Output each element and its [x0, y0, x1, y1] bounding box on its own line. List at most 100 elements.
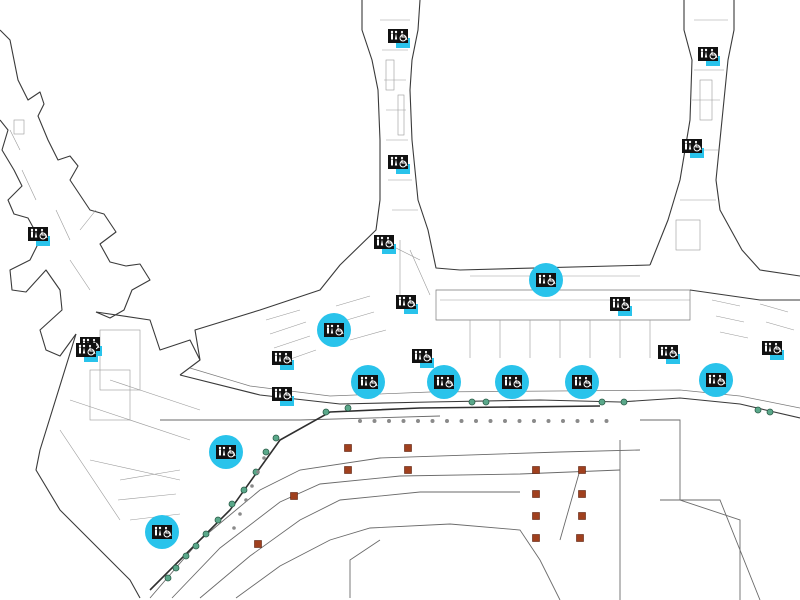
restroom-marker[interactable]	[658, 345, 680, 364]
restroom-marker[interactable]	[351, 365, 385, 399]
bollard-icon	[474, 419, 478, 423]
curb-post-group	[164, 398, 774, 582]
restroom-wheelchair-icon	[272, 387, 292, 401]
bollard-icon	[532, 419, 536, 423]
curb-post-icon	[214, 516, 222, 524]
bollard-icon	[372, 419, 377, 423]
curb-post-icon	[172, 564, 180, 572]
curb-post-icon	[482, 398, 490, 406]
restroom-marker-group	[28, 29, 784, 549]
restroom-marker[interactable]	[145, 515, 179, 549]
restroom-marker[interactable]	[699, 363, 733, 397]
parking-marker-icon	[254, 540, 262, 548]
restroom-wheelchair-icon	[216, 445, 236, 459]
curb-post-icon	[344, 404, 352, 412]
restroom-marker[interactable]	[412, 349, 434, 368]
restroom-wheelchair-icon	[388, 29, 408, 43]
restroom-wheelchair-icon	[698, 47, 718, 61]
restroom-wheelchair-icon	[374, 235, 394, 249]
bollard-icon	[517, 419, 522, 423]
bollard-icon	[546, 419, 551, 423]
curb-post-icon	[228, 500, 236, 508]
curb-post-icon	[192, 542, 200, 550]
bollard-icon	[401, 419, 406, 423]
restroom-marker[interactable]	[495, 365, 529, 399]
restroom-marker[interactable]	[28, 227, 50, 246]
bollard-icon	[604, 419, 609, 423]
parking-marker-icon	[532, 512, 540, 520]
bollard-icon	[262, 456, 266, 460]
bollard-icon	[387, 419, 391, 423]
curb-post-icon	[164, 574, 172, 582]
restroom-wheelchair-icon	[706, 373, 726, 387]
parking-marker-icon	[578, 490, 586, 498]
bollard-icon	[459, 419, 464, 423]
parking-marker-icon	[532, 534, 540, 542]
parking-marker-icon	[578, 512, 586, 520]
curb-post-icon	[620, 398, 628, 406]
curb-post-icon	[262, 448, 270, 456]
bollard-group	[232, 419, 609, 530]
parking-marker-icon	[576, 534, 584, 542]
restroom-wheelchair-icon	[658, 345, 678, 359]
restroom-marker[interactable]	[374, 235, 396, 254]
parking-marker-icon	[344, 466, 352, 474]
parking-marker-icon	[578, 466, 586, 474]
curb-post-icon	[598, 398, 606, 406]
restroom-wheelchair-icon	[396, 295, 416, 309]
restroom-wheelchair-icon	[358, 375, 378, 389]
parking-marker-group	[254, 444, 586, 548]
curb-post-icon	[240, 486, 248, 494]
restroom-marker[interactable]	[388, 29, 410, 48]
restroom-marker[interactable]	[762, 341, 784, 360]
bollard-icon	[358, 419, 362, 423]
restroom-marker[interactable]	[698, 47, 720, 66]
bollard-icon	[503, 419, 507, 423]
restroom-marker[interactable]	[565, 365, 599, 399]
bollard-icon	[575, 419, 580, 423]
restroom-marker[interactable]	[427, 365, 461, 399]
bollard-icon	[238, 512, 242, 516]
bollard-icon	[416, 419, 420, 423]
restroom-marker[interactable]	[610, 297, 632, 316]
parking-marker-icon	[290, 492, 298, 500]
restroom-marker[interactable]	[529, 263, 563, 297]
curb-post-icon	[766, 408, 774, 416]
restroom-marker[interactable]	[209, 435, 243, 469]
restroom-marker[interactable]	[272, 387, 294, 406]
bollard-icon	[244, 498, 248, 502]
curb-post-icon	[468, 398, 476, 406]
restroom-wheelchair-icon	[76, 343, 96, 357]
interior-details	[9, 19, 795, 521]
restroom-wheelchair-icon	[324, 323, 344, 337]
bollard-icon	[232, 526, 236, 530]
restroom-wheelchair-icon	[28, 227, 48, 241]
restroom-marker[interactable]	[396, 295, 418, 314]
restroom-wheelchair-icon	[272, 351, 292, 365]
parking-marker-icon	[532, 490, 540, 498]
restroom-marker[interactable]	[388, 155, 410, 174]
restroom-wheelchair-icon	[502, 375, 522, 389]
curb-post-icon	[754, 406, 762, 414]
restroom-wheelchair-icon	[536, 273, 556, 287]
curb-post-icon	[272, 434, 280, 442]
restroom-wheelchair-icon	[434, 375, 454, 389]
parking-marker-icon	[404, 444, 412, 452]
restroom-marker[interactable]	[317, 313, 351, 347]
roadways	[149, 405, 761, 600]
restroom-wheelchair-icon	[412, 349, 432, 363]
restroom-marker[interactable]	[682, 139, 704, 158]
restroom-wheelchair-icon	[610, 297, 630, 311]
bollard-icon	[430, 419, 435, 423]
curb-post-icon	[202, 530, 210, 538]
restroom-marker[interactable]	[76, 343, 98, 362]
bollard-icon	[445, 419, 449, 423]
parking-marker-icon	[404, 466, 412, 474]
restroom-marker[interactable]	[272, 351, 294, 370]
restroom-wheelchair-icon	[388, 155, 408, 169]
restroom-wheelchair-icon	[762, 341, 782, 355]
parking-marker-icon	[532, 466, 540, 474]
curb-post-icon	[322, 408, 330, 416]
restroom-wheelchair-icon	[572, 375, 592, 389]
